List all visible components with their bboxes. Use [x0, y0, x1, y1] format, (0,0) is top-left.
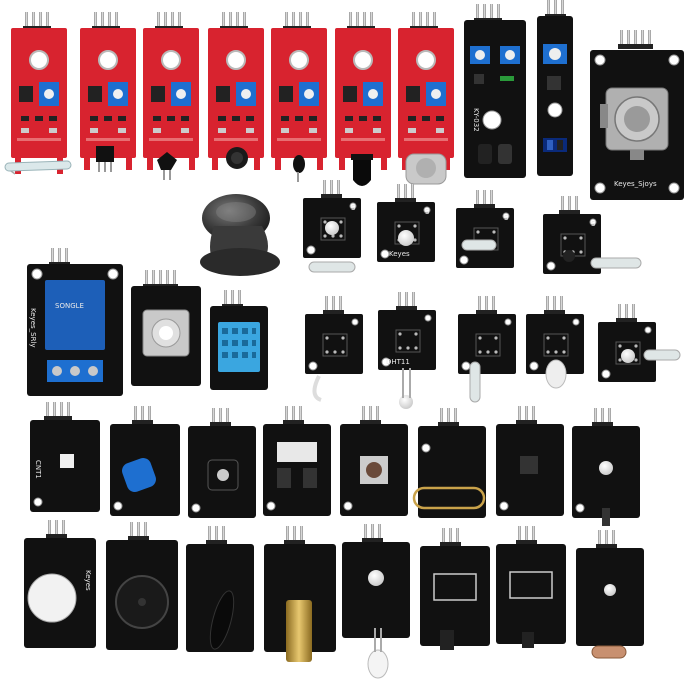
- ir-receiver-module: [457, 296, 517, 403]
- keyes-label: Keyes: [84, 570, 92, 591]
- push-button-module: [340, 406, 408, 516]
- dht11-module: [210, 290, 268, 390]
- svg-text:KY-032: KY-032: [472, 108, 480, 132]
- mercury-tilt-module: S: [455, 190, 515, 269]
- reed-small-module: [412, 408, 486, 518]
- dht-label: DHT11: [386, 358, 410, 366]
- photoresistor-module: [576, 530, 644, 659]
- big-mic-module: [397, 12, 455, 185]
- rgb-led-module: CNT1: [30, 402, 100, 512]
- relay-module: SONGLE Keyes_SRly: [27, 248, 123, 396]
- sound-sensor-module: [207, 12, 265, 170]
- line-tracking-module: [537, 0, 573, 176]
- s-pin-label: S: [591, 220, 596, 228]
- relay-label: Keyes_SRly: [29, 308, 37, 348]
- ic-module: [496, 406, 564, 516]
- photo-led-module: [597, 304, 681, 383]
- rgb-label: CNT1: [34, 460, 42, 479]
- mini-led-module: [572, 408, 640, 526]
- hall-sensor-module: [79, 12, 137, 172]
- tilt-blue-module: [110, 406, 180, 516]
- grid-module-b: [496, 526, 566, 648]
- grid-module-a: [420, 528, 490, 650]
- led-long-module: [342, 524, 410, 679]
- ir-obstacle-module: KY-032: [464, 4, 526, 178]
- songle-label: SONGLE: [55, 302, 84, 310]
- ir-led-module: [525, 296, 585, 389]
- light-cup-module: S: [542, 196, 642, 275]
- tilt-switch-module: S: [302, 180, 362, 273]
- flame-black-module: [186, 526, 254, 652]
- joystick-module: Keyes_Sjoys: [590, 30, 684, 200]
- keyes-label: Keyes: [389, 250, 410, 258]
- button-module-a: [304, 296, 364, 402]
- s-pin-label: S: [504, 214, 509, 222]
- s-pin-label: S: [425, 208, 430, 216]
- thermistor-module: [270, 12, 328, 182]
- joystick-cap: [200, 194, 280, 276]
- temp-sensor-module: [142, 12, 200, 180]
- joystick-label: Keyes_Sjoys: [614, 180, 657, 188]
- s-pin-label: S: [351, 204, 356, 212]
- red-sensor-row: [4, 12, 455, 186]
- rotary-encoder-module: [131, 270, 201, 386]
- reed-switch-module: [4, 12, 72, 175]
- transistor-module: [188, 408, 256, 518]
- active-buzzer-module: [106, 522, 178, 650]
- flame-sensor-module: [334, 12, 392, 186]
- photo-interrupter-module: [263, 406, 331, 516]
- brass-mic-module: [264, 526, 336, 662]
- dht-small-module: DHT11: [377, 292, 437, 409]
- led-module-small: S Keyes: [376, 184, 436, 263]
- passive-buzzer-module: Keyes: [24, 520, 96, 648]
